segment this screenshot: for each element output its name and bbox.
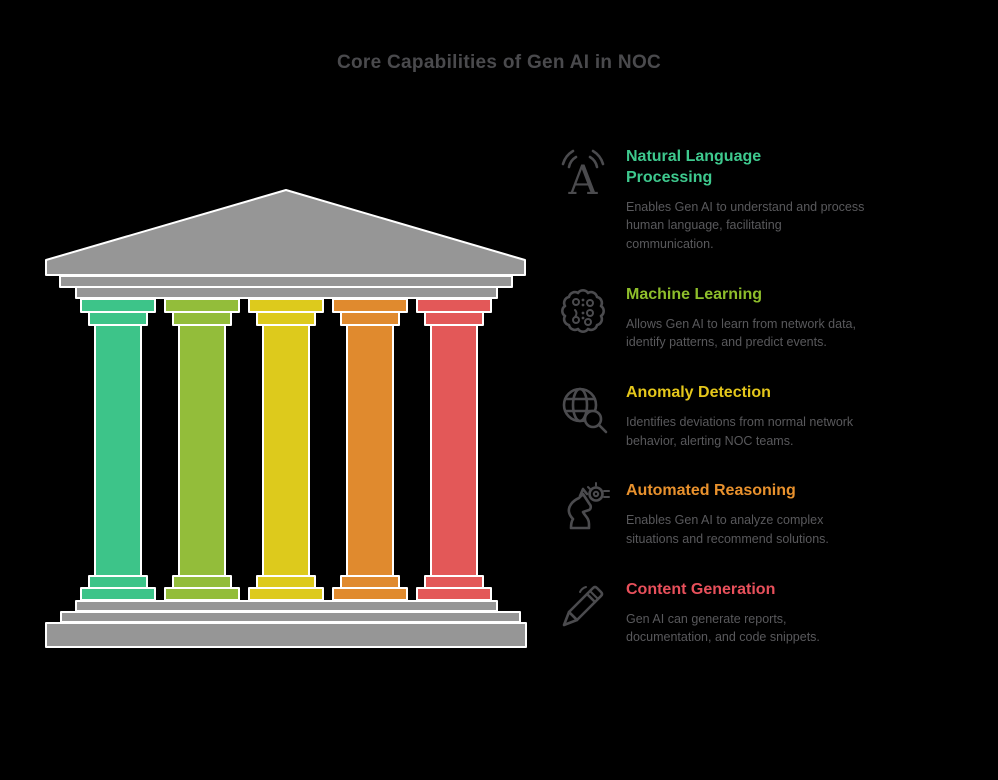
magnifier-lens [583, 409, 603, 429]
base-step-1 [75, 600, 498, 612]
capability-item-nlp: A Natural Language Processing Enables Ge… [556, 146, 976, 254]
capability-item-reasoning: Automated Reasoning Enables Gen AI to an… [556, 480, 976, 548]
pillar-2 [164, 298, 240, 601]
pillar-4 [332, 298, 408, 601]
pen-icon [562, 585, 604, 627]
capability-description: Enables Gen AI to understand and process… [626, 199, 865, 252]
pillar-1 [80, 298, 156, 601]
capability-description: Gen AI can generate reports, documentati… [626, 611, 820, 645]
temple-illustration [45, 189, 527, 648]
capability-item-content: Content Generation Gen AI can generate r… [556, 579, 976, 647]
capability-item-ml: Machine Learning Allows Gen AI to learn … [556, 284, 976, 352]
gear-icon [588, 486, 604, 503]
pillar-5 [416, 298, 492, 601]
capability-description: Enables Gen AI to analyze complex situat… [626, 513, 829, 546]
capability-title: Anomaly Detection [626, 384, 771, 402]
capability-list: A Natural Language Processing Enables Ge… [556, 146, 976, 677]
capability-description: Allows Gen AI to learn from network data… [626, 316, 856, 350]
entablature-upper [59, 275, 513, 288]
base-step-3 [45, 622, 527, 648]
base-step-2 [60, 611, 521, 623]
capability-title: Machine Learning [626, 285, 763, 303]
capability-title: Content Generation [626, 580, 776, 598]
pillar-3 [248, 298, 324, 601]
page-title: Core Capabilities of Gen AI in NOC [336, 52, 662, 73]
knight-gear-icon [567, 482, 610, 530]
svg-text:A: A [568, 158, 599, 200]
language-waves-icon: A [561, 149, 605, 200]
capability-title: Natural Language Processing [626, 148, 762, 186]
capability-title: Automated Reasoning [626, 482, 796, 500]
digital-brain-icon [561, 288, 605, 333]
pediment [45, 189, 526, 276]
entablature-lower [75, 286, 498, 299]
globe-magnifier-icon [562, 387, 608, 434]
capability-item-anomaly: Anomaly Detection Identifies deviations … [556, 382, 976, 450]
capability-description: Identifies deviations from normal networ… [626, 414, 854, 448]
